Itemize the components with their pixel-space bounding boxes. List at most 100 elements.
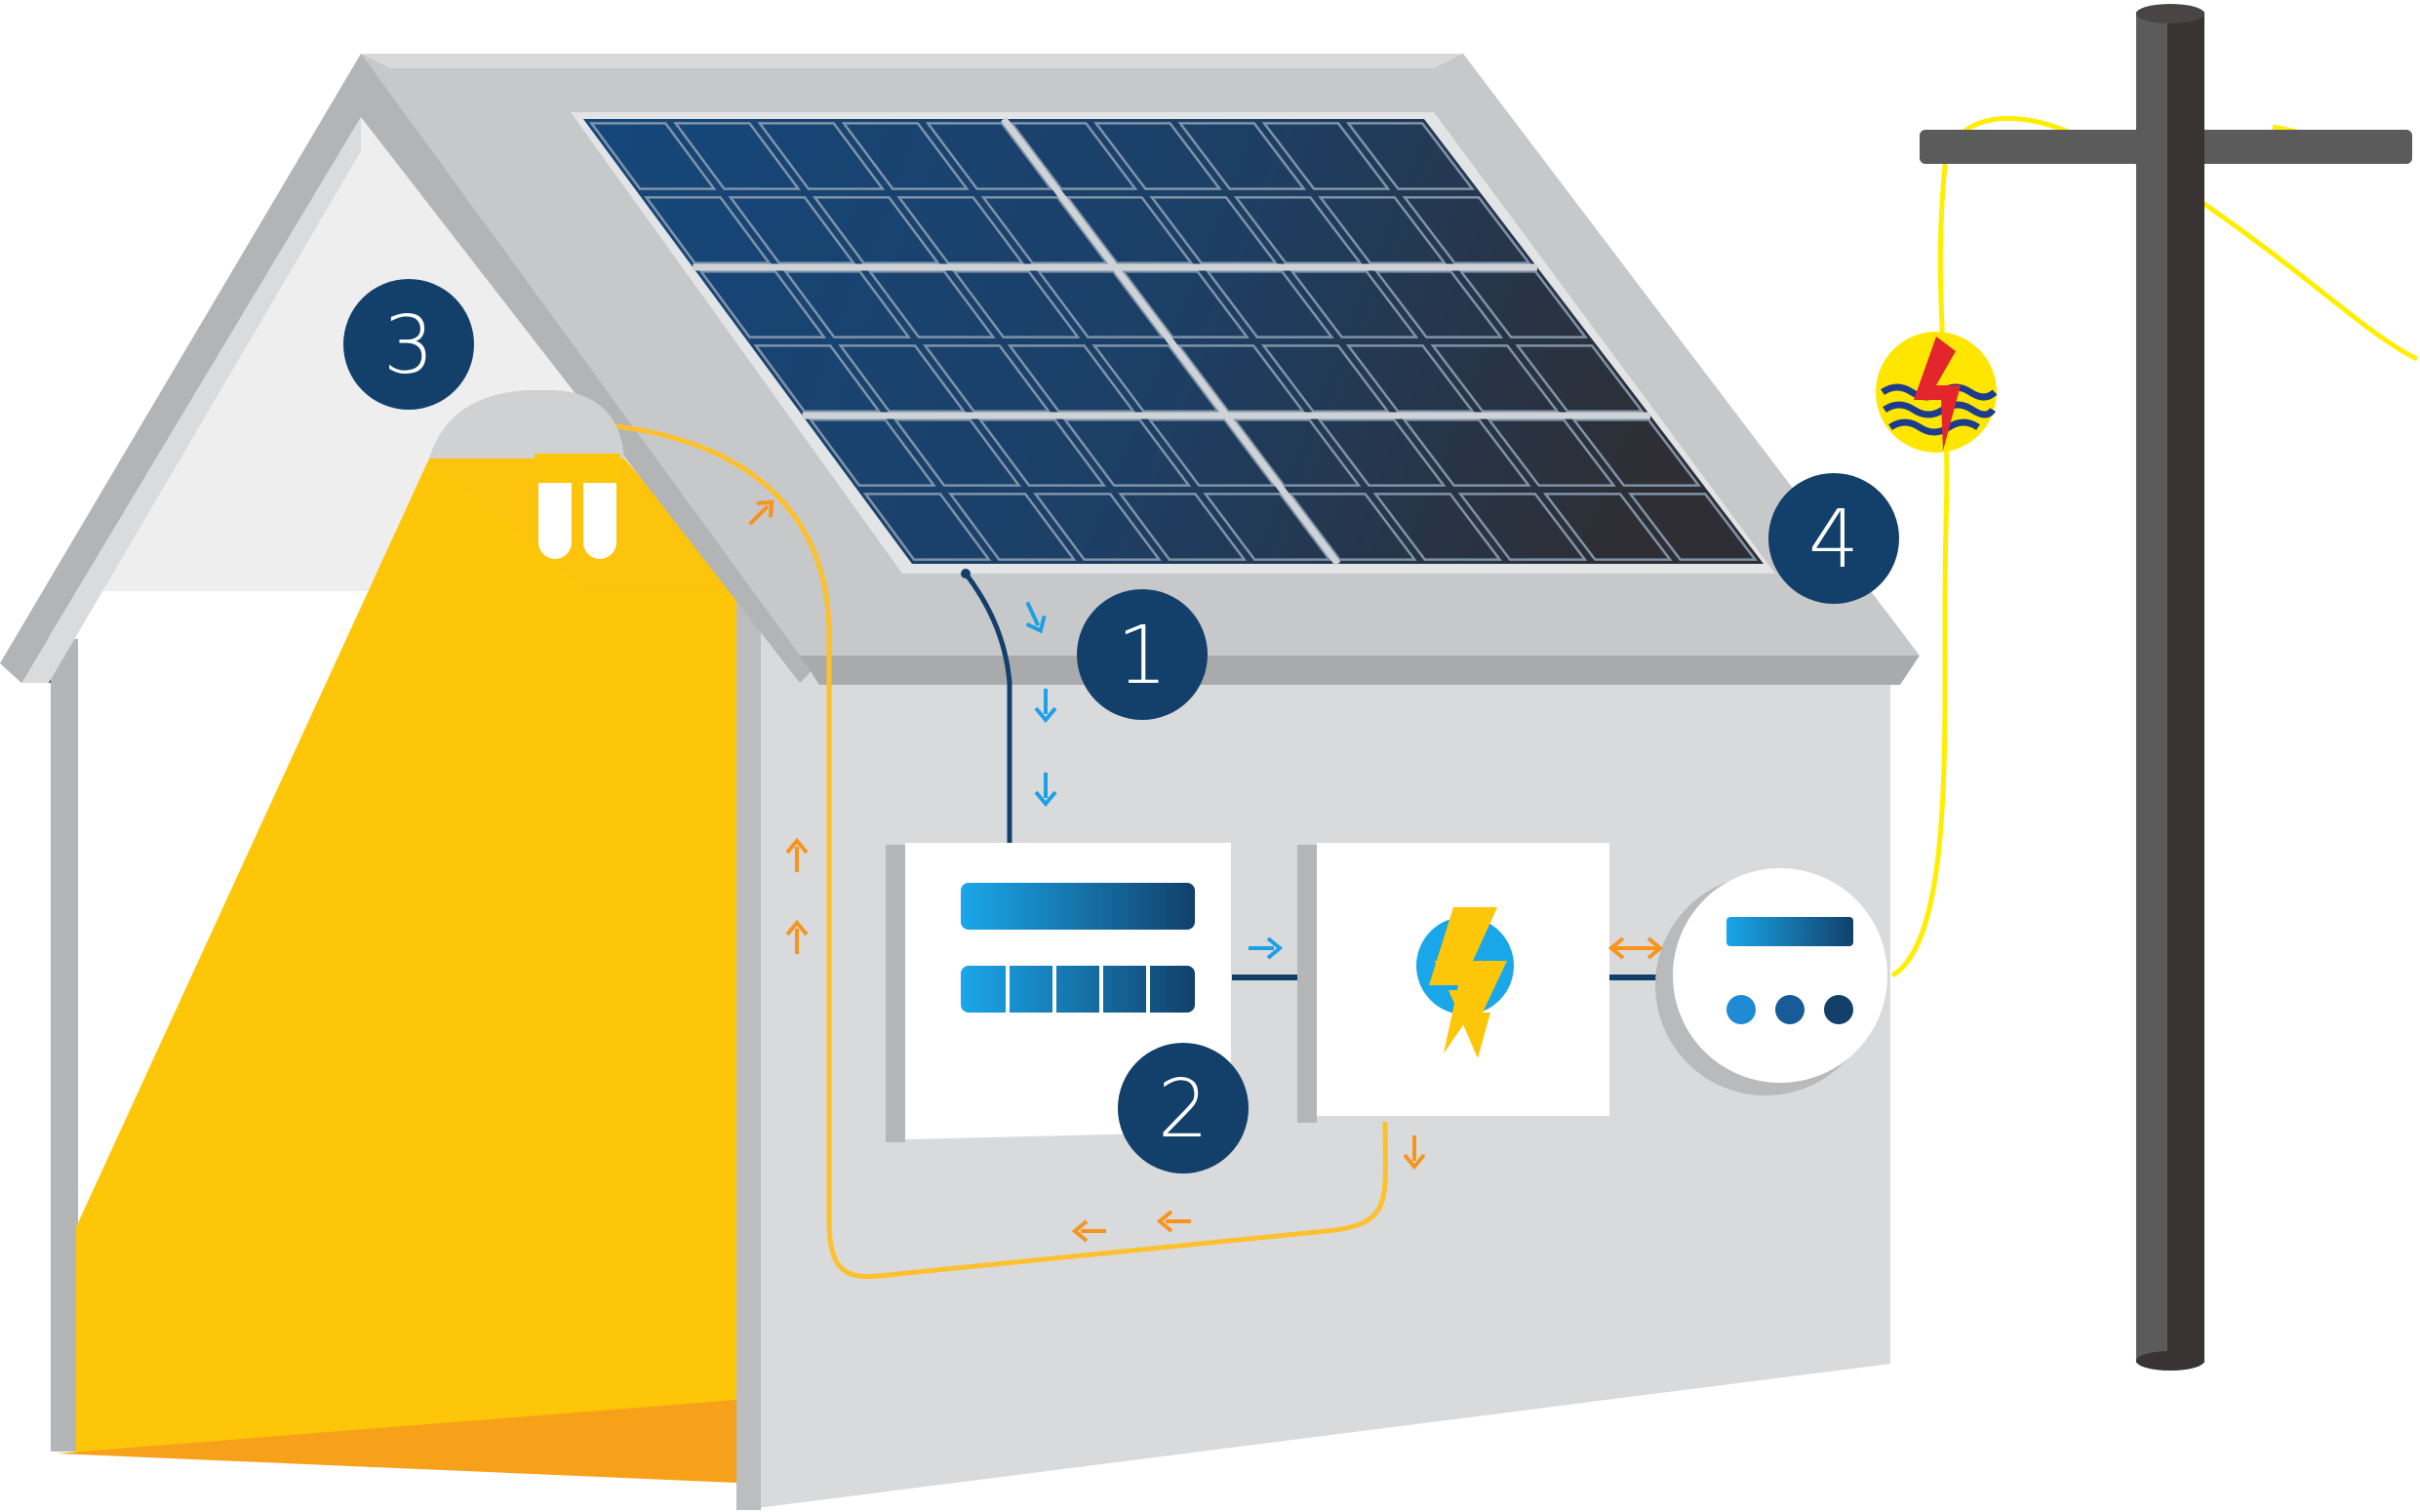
marker-1: 1 xyxy=(1077,589,1208,720)
solar-cell xyxy=(1091,344,1221,413)
inverter-box-shadow xyxy=(886,845,905,1142)
solar-cell xyxy=(1345,344,1476,413)
solar-cell xyxy=(838,344,967,413)
flow-arrows xyxy=(748,499,1664,1243)
marker-1-circle xyxy=(1077,589,1208,720)
solar-cell xyxy=(1009,122,1138,190)
solar-cell xyxy=(1177,122,1307,190)
solar-cell xyxy=(1288,493,1417,561)
ac-flow-arrow xyxy=(1156,1210,1191,1233)
ac-flow-arrow xyxy=(785,837,809,872)
inverter-bar-bottom xyxy=(961,966,1195,1013)
solar-cell xyxy=(947,493,1077,561)
solar-cell xyxy=(1260,344,1391,413)
solar-cell xyxy=(841,122,970,190)
ac-flow-arrow xyxy=(1403,1135,1426,1171)
solar-cell xyxy=(808,418,936,487)
pole-post-shade xyxy=(2167,12,2204,1363)
meter-dot-3 xyxy=(1824,995,1853,1024)
solar-cell xyxy=(1118,493,1248,561)
solar-cell xyxy=(1062,418,1192,487)
solar-cell xyxy=(812,196,941,264)
roof-fascia xyxy=(800,656,1920,685)
solar-cell xyxy=(1036,270,1166,338)
roof-top-face xyxy=(361,54,1463,68)
house-left-wall-edge xyxy=(51,639,78,1452)
meter-dot-1 xyxy=(1726,995,1756,1024)
home-wire xyxy=(568,419,1388,1280)
solar-cell xyxy=(980,196,1110,264)
solar-cell xyxy=(753,344,882,413)
marker-2-circle xyxy=(1118,1043,1249,1174)
solar-cell xyxy=(1007,344,1136,413)
solar-cell xyxy=(952,270,1081,338)
ac-flow-arrow xyxy=(748,499,774,526)
solar-cell xyxy=(1571,418,1701,487)
utility-pole-icon xyxy=(1920,4,2412,1371)
solar-cell xyxy=(1372,493,1503,561)
marker-3: 3 xyxy=(343,279,474,410)
pole-cap xyxy=(2136,4,2204,23)
ac-flow-arrow xyxy=(1071,1219,1106,1243)
solar-cell xyxy=(977,418,1107,487)
solar-cell xyxy=(1402,418,1531,487)
meter-display xyxy=(1726,917,1853,946)
solar-cell xyxy=(1176,344,1306,413)
marker-4-label: 4 xyxy=(1808,494,1859,586)
solar-cell xyxy=(896,196,1025,264)
marker-1-label: 1 xyxy=(1117,610,1168,702)
marker-2: 2 xyxy=(1118,1043,1249,1174)
interior-light-upper xyxy=(429,458,736,590)
solar-cell xyxy=(1542,493,1673,561)
inverter-bar-dividers xyxy=(1006,966,1150,1013)
solar-cell xyxy=(893,418,1022,487)
solar-cell xyxy=(1147,418,1277,487)
solar-cell xyxy=(922,344,1051,413)
electric-meter-icon xyxy=(1655,868,1887,1095)
solar-cell xyxy=(1457,493,1588,561)
solar-cell xyxy=(1203,493,1332,561)
solar-cell xyxy=(782,270,912,338)
solar-cell xyxy=(673,122,801,190)
solar-cell xyxy=(1232,418,1362,487)
lightning-box xyxy=(1297,843,1609,1123)
solar-cell xyxy=(1487,418,1616,487)
solar-cell xyxy=(867,270,996,338)
dc-wire-node xyxy=(961,569,971,578)
solar-cell xyxy=(1205,270,1334,338)
marker-4: 4 xyxy=(1768,473,1899,604)
solar-cell xyxy=(588,122,717,190)
solar-cell xyxy=(1515,344,1645,413)
dc-flow-arrow xyxy=(1025,601,1047,634)
marker-4-circle xyxy=(1768,473,1899,604)
solar-cell xyxy=(1402,196,1531,264)
solar-cell xyxy=(728,196,856,264)
solar-cell xyxy=(1317,418,1447,487)
dc-flow-arrow xyxy=(1034,689,1057,724)
marker-2-label: 2 xyxy=(1158,1063,1209,1156)
solar-cell xyxy=(862,493,992,561)
bidirectional-flow-arrow xyxy=(1607,936,1664,960)
dc-flow-arrow xyxy=(1249,936,1284,960)
solar-module-divider xyxy=(1001,116,1341,567)
solar-cell xyxy=(1261,122,1391,190)
solar-cell xyxy=(1065,196,1194,264)
ac-flow-arrow xyxy=(785,919,809,954)
light-bulb-icon xyxy=(429,390,624,559)
lightning-icon xyxy=(1416,907,1514,1058)
solar-cell xyxy=(1458,270,1588,338)
solar-cell xyxy=(1345,122,1476,190)
solar-cell xyxy=(1430,344,1561,413)
meter-dot-2 xyxy=(1775,995,1805,1024)
solar-cell xyxy=(644,196,772,264)
solar-cell xyxy=(1289,270,1419,338)
solar-cell xyxy=(1121,270,1250,338)
marker-3-label: 3 xyxy=(383,299,434,392)
interior-floor xyxy=(57,1400,736,1483)
solar-cell xyxy=(1093,122,1222,190)
pole-base xyxy=(2136,1351,2204,1371)
solar-cell xyxy=(1373,270,1504,338)
bulb-base xyxy=(535,454,620,483)
dc-flow-arrow xyxy=(1034,773,1057,808)
